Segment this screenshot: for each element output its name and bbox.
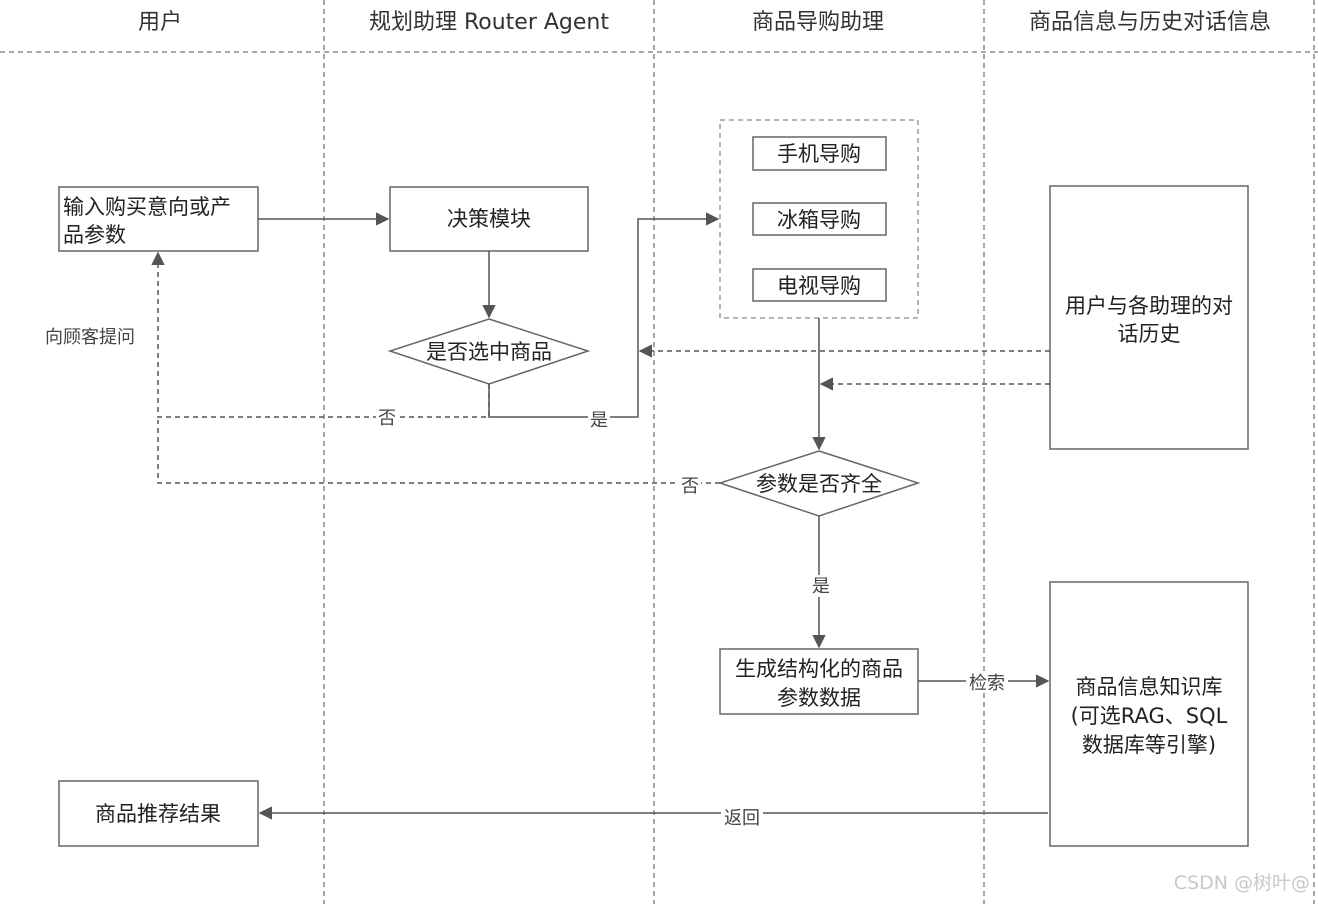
fridge-guide-label: 冰箱导购 bbox=[777, 208, 861, 232]
edge-params-no-ask bbox=[157, 420, 720, 484]
params-complete-decision: 参数是否齐全 bbox=[717, 450, 921, 517]
svg-text:(可选RAG、SQL: (可选RAG、SQL bbox=[1071, 704, 1228, 728]
choose-product-decision: 是否选中商品 bbox=[387, 318, 591, 385]
svg-text:话历史: 话历史 bbox=[1118, 322, 1181, 346]
label-no-params: 否 bbox=[681, 476, 699, 497]
label-no-choose: 否 bbox=[378, 408, 396, 429]
lane-title-product-info: 商品信息与历史对话信息 bbox=[1029, 10, 1271, 35]
decision-module-node: 决策模块 bbox=[389, 186, 589, 252]
label-retrieve: 检索 bbox=[969, 673, 1005, 694]
label-yes-choose: 是 bbox=[590, 410, 608, 431]
watermark: CSDN @树叶@ bbox=[1174, 872, 1310, 894]
edge-choose-no-ask bbox=[151, 251, 490, 418]
knowledge-base-node: 商品信息知识库 (可选RAG、SQL 数据库等引擎) bbox=[1049, 581, 1249, 847]
svg-text:决策模块: 决策模块 bbox=[447, 207, 531, 231]
label-ask-customer: 向顾客提问 bbox=[45, 327, 135, 348]
phone-guide-label: 手机导购 bbox=[777, 142, 861, 166]
svg-text:品参数: 品参数 bbox=[63, 223, 126, 247]
svg-text:参数是否齐全: 参数是否齐全 bbox=[756, 472, 882, 496]
svg-text:是否选中商品: 是否选中商品 bbox=[426, 340, 552, 364]
svg-text:商品推荐结果: 商品推荐结果 bbox=[95, 802, 221, 826]
structured-params-node: 生成结构化的商品 参数数据 bbox=[719, 648, 919, 715]
dialogue-history-node: 用户与各助理的对 话历史 bbox=[1049, 185, 1249, 450]
label-yes-params: 是 bbox=[812, 576, 830, 597]
fridge-guide-node bbox=[752, 202, 887, 236]
shopping-guides-group: 手机导购 冰箱导购 电视导购 bbox=[719, 119, 919, 319]
lane-title-shopping-assistant: 商品导购助理 bbox=[752, 10, 884, 35]
lane-title-router-agent: 规划助理 Router Agent bbox=[369, 10, 609, 35]
input-node: 输入购买意向或产 品参数 bbox=[58, 186, 259, 252]
svg-text:用户与各助理的对: 用户与各助理的对 bbox=[1065, 294, 1233, 318]
svg-text:生成结构化的商品: 生成结构化的商品 bbox=[735, 657, 903, 681]
tv-guide-label: 电视导购 bbox=[777, 274, 861, 298]
tv-guide-node bbox=[752, 268, 887, 302]
phone-guide-node bbox=[752, 136, 887, 171]
lane-title-user: 用户 bbox=[138, 10, 182, 35]
recommendation-node: 商品推荐结果 bbox=[58, 780, 259, 847]
svg-text:数据库等引擎): 数据库等引擎) bbox=[1082, 733, 1216, 757]
svg-text:参数数据: 参数数据 bbox=[777, 686, 861, 710]
label-return: 返回 bbox=[724, 808, 760, 829]
svg-text:输入购买意向或产: 输入购买意向或产 bbox=[63, 195, 231, 219]
svg-text:商品信息知识库: 商品信息知识库 bbox=[1076, 675, 1223, 699]
